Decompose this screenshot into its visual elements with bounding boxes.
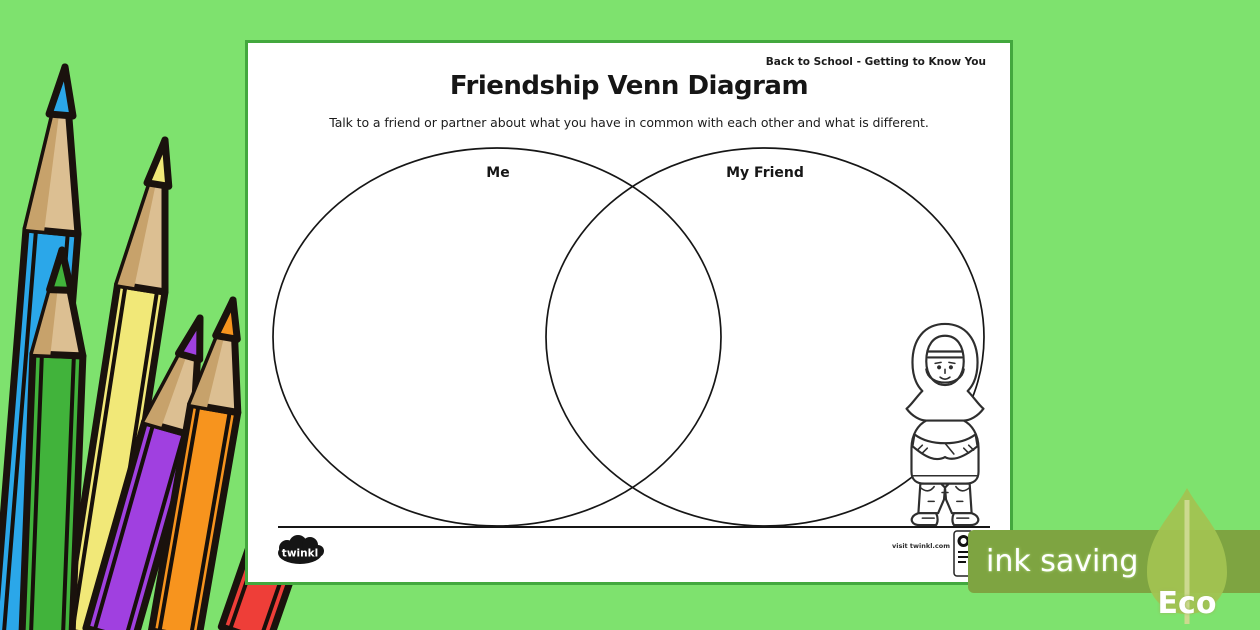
footer-divider <box>278 526 990 528</box>
purple-pencil <box>82 314 204 630</box>
venn-label-my-friend: My Friend <box>726 165 804 181</box>
ink-saving-eco-banner: ink saving Eco <box>968 488 1260 624</box>
page-title: Friendship Venn Diagram <box>449 71 809 101</box>
eco-leaf-icon <box>1147 488 1227 624</box>
trousers-left-leg <box>917 482 947 515</box>
eco-label: Eco <box>1157 586 1217 621</box>
venn-diagram <box>272 147 985 527</box>
instructions-text: Talk to a friend or partner about what y… <box>329 115 929 130</box>
right-shoe <box>951 512 980 527</box>
worksheet-series-tag: Back to School - Getting to Know You <box>765 56 986 68</box>
colored-pencils-illustration <box>0 63 300 630</box>
green-pencil <box>18 246 87 630</box>
yellow-pencil <box>60 136 173 630</box>
worksheet-page: Back to School - Getting to Know You Fri… <box>248 43 1010 582</box>
twinkl-logo: twinkl <box>278 535 324 564</box>
left-shoe <box>910 512 939 527</box>
ink-saving-label: ink saving <box>986 544 1139 579</box>
venn-label-me: Me <box>486 165 510 181</box>
trousers-right-leg <box>943 482 973 515</box>
face <box>925 334 965 387</box>
child-in-hijab-illustration <box>905 322 985 527</box>
twinkl-logo-text: twinkl <box>282 548 318 560</box>
orange-pencil <box>148 296 242 630</box>
visit-url-text: visit twinkl.com <box>891 542 950 550</box>
venn-left-circle <box>272 147 722 527</box>
